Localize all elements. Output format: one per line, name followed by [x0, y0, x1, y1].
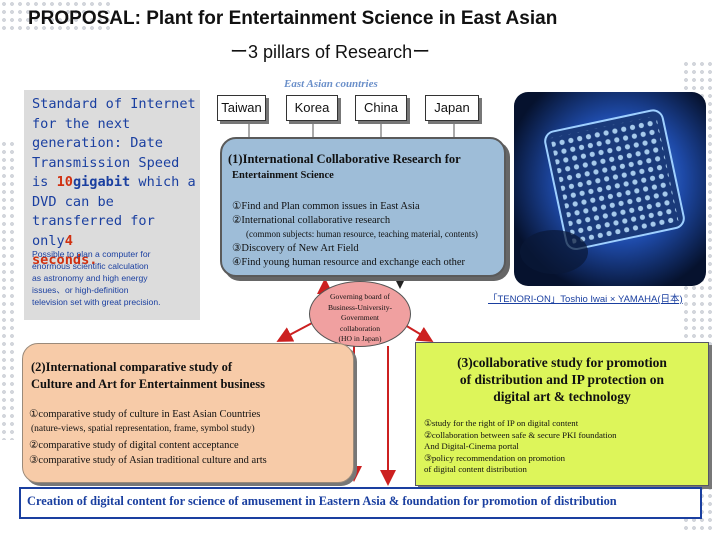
- decorative-dot-grid-left: [0, 140, 18, 440]
- panel-line: Standard of Internet: [32, 96, 196, 112]
- hub-line: Government: [341, 313, 379, 322]
- pillar-3-item: ③policy recommendation on promotion: [424, 452, 566, 463]
- tenori-on-device-image: [514, 92, 706, 286]
- panel-line: is 10gigabit which a: [32, 173, 200, 193]
- pillar-3-item: ②collaboration between safe & secure PKI…: [424, 429, 617, 440]
- small-line: enormous scientific calculation: [32, 261, 149, 271]
- pillar-1-item: ②International collaborative research: [232, 215, 391, 226]
- pillar-3-item: And Digital-Cinema portal: [424, 441, 519, 451]
- internet-standard-text: Standard of Internet for the next genera…: [32, 95, 200, 271]
- computing-possibilities-text: Possible to plan a computer for enormous…: [32, 248, 200, 308]
- country-korea: Korea: [286, 95, 338, 121]
- pillar-2-item: ①comparative study of culture in East As…: [29, 409, 261, 420]
- internet-standard-panel: Standard of Internet for the next genera…: [24, 90, 200, 320]
- slide-subtitle: ー3 pillars of Researchー: [230, 42, 431, 62]
- pillar-3-box: (3)collaborative study for promotion of …: [415, 342, 709, 486]
- pillar-2-item-note: (nature-views, spatial representation, f…: [31, 424, 255, 434]
- pillar-1-title-line2: Entertainment Science: [232, 170, 334, 181]
- panel-line: Transmission Speed: [32, 154, 180, 171]
- governing-board-hub: Governing board of Business-University- …: [309, 281, 411, 347]
- panel-line: generation: Date: [32, 135, 163, 151]
- arrow-to-pillar2: [276, 321, 315, 342]
- panel-line: for the next: [32, 115, 131, 132]
- pillar-3-title-line3: digital art & technology: [493, 389, 631, 404]
- panel-text: transferred for only: [32, 213, 155, 249]
- pillar-2-box: (2)International comparative study of Cu…: [22, 343, 354, 483]
- small-line: issues、or high-definition: [32, 285, 129, 295]
- speed-value: 10: [56, 174, 73, 190]
- pillar-2-title-line2: Culture and Art for Entertainment busine…: [31, 377, 265, 391]
- decorative-dot-grid-top-left: [0, 0, 110, 34]
- slide-title: PROPOSAL: Plant for Entertainment Scienc…: [28, 8, 558, 29]
- small-line: Possible to plan a computer for: [32, 249, 151, 259]
- small-line: as astronomy and high energy: [32, 273, 148, 283]
- pillar-1-box: (1)International Collaborative Research …: [220, 137, 506, 277]
- hub-line: collaboration: [339, 323, 381, 333]
- bottom-banner: Creation of digital content for science …: [19, 487, 702, 519]
- panel-line: transferred for only4: [32, 212, 200, 251]
- hub-line: (HO in Japan): [338, 334, 382, 343]
- region-label: East Asian countries: [284, 78, 378, 90]
- pillar-3-title-line2: of distribution and IP protection on: [459, 372, 665, 387]
- pillar-2-item: ③comparative study of Asian traditional …: [29, 455, 267, 466]
- speed-unit: gigabit: [72, 174, 131, 190]
- pillar-3-title: (3)collaborative study for promotion: [457, 355, 667, 370]
- hub-line: Governing board of: [330, 292, 390, 301]
- small-line: television set with great precision.: [32, 297, 161, 307]
- pillar-1-title: (1)International Collaborative Research …: [228, 152, 461, 166]
- pillar-1-item: ④Find young human resource and exchange …: [232, 257, 466, 268]
- country-japan: Japan: [425, 95, 479, 121]
- pillar-2-title: (2)International comparative study of: [31, 360, 233, 374]
- pillar-1-item-note: (common subjects: human resource, teachi…: [246, 229, 478, 239]
- pillar-1-item: ③Discovery of New Art Field: [232, 243, 359, 254]
- photo-caption: 「TENORI-ON」Toshio Iwai × YAMAHA(日本): [488, 294, 683, 305]
- transfer-seconds-value: 4: [64, 232, 73, 249]
- pillar-3-item: of digital content distribution: [424, 464, 527, 474]
- panel-line: seconds.: [32, 252, 98, 268]
- hub-line: Business-University-: [327, 302, 393, 312]
- tenori-on-photo: [514, 92, 706, 286]
- panel-line: DVD can be: [32, 193, 114, 210]
- panel-text: which a: [130, 174, 196, 190]
- country-taiwan: Taiwan: [217, 95, 266, 121]
- panel-text: is: [32, 174, 57, 190]
- pillar-3-item: ①study for the right of IP on digital co…: [424, 418, 579, 428]
- pillar-1-item: ①Find and Plan common issues in East Asi…: [232, 201, 420, 212]
- country-china: China: [355, 95, 407, 121]
- bottom-banner-text: Creation of digital content for science …: [27, 494, 617, 508]
- pillar-2-item: ②comparative study of digital content ac…: [29, 440, 239, 451]
